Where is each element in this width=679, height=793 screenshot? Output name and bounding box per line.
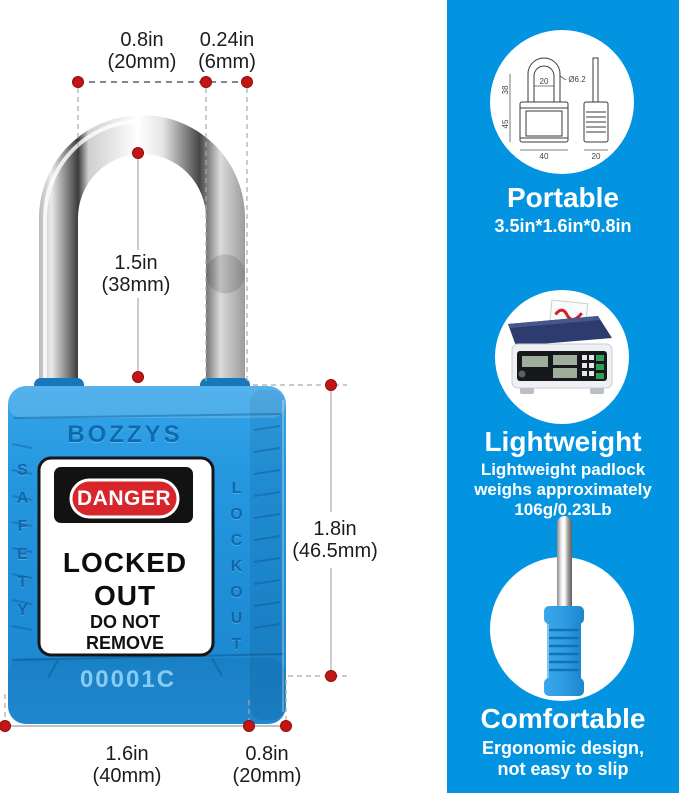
serial-number: 00001C [79,666,177,693]
portable-circle: 38 45 20 Ø6.2 40 20 [490,30,634,174]
feature-title-lightweight: Lightweight [484,426,642,457]
padlock-dimension-drawing [0,76,347,732]
svg-text:45: 45 [501,119,510,128]
dim-body-width: 1.6in (40mm) [92,743,162,787]
feature-desc-portable: 3.5in*1.6in*0.8in [494,216,632,236]
dim-shackle-height: 1.5in (38mm) [101,252,171,296]
scale-illustration [508,299,613,394]
svg-text:40: 40 [540,152,549,161]
dim-body-depth: 0.8in (20mm) [232,743,302,787]
side-text-safety: SAFETY [14,462,31,630]
feature-desc-lightweight: Lightweight padlock weighs approximately… [474,460,652,519]
feature-title-portable: Portable [506,182,620,213]
svg-text:38: 38 [501,85,510,94]
lightweight-circle [495,290,629,424]
brand-text: BOZZYS [67,421,183,448]
feature-sidebar: 38 45 20 Ø6.2 40 20 Portable 3.5in*1.6in… [447,0,679,793]
side-text-lockout: LOCKOUT [228,480,245,662]
out-text: OUT [93,580,157,611]
side-padlock-illustration [544,516,584,696]
tech-drawing: 38 45 20 Ø6.2 40 20 [501,57,609,161]
svg-text:20: 20 [540,77,549,86]
do-not-remove-text: DO NOT REMOVE [85,612,164,653]
svg-text:20: 20 [592,152,601,161]
feature-desc-comfortable: Ergonomic design, not easy to slip [481,738,645,779]
feature-title-comfortable: Comfortable [480,703,646,734]
danger-label: DANGER [76,487,171,510]
dim-body-height: 1.8in (46.5mm) [292,518,378,562]
dimension-lines [0,76,347,732]
padlock-body [8,378,286,724]
locked-text: LOCKED [62,547,188,578]
svg-text:Ø6.2: Ø6.2 [568,75,586,84]
dim-shackle-inner-width: 0.8in (20mm) [107,29,177,73]
dim-shackle-diameter: 0.24in (6mm) [198,29,256,73]
shackle [39,115,245,420]
